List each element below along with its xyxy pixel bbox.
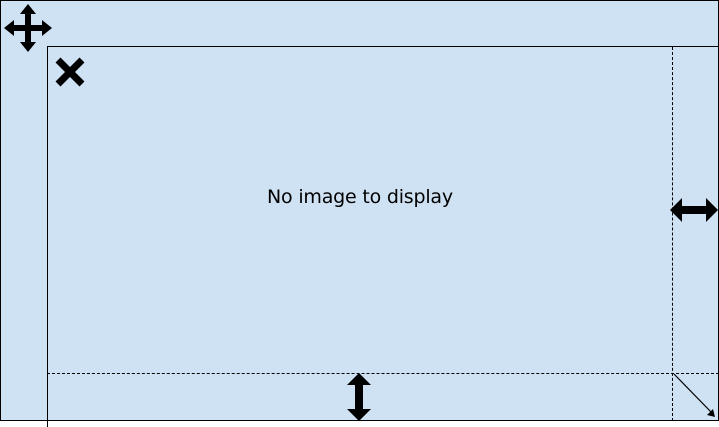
move-icon[interactable] bbox=[4, 4, 52, 52]
right-resize-guide bbox=[672, 47, 673, 421]
vertical-resize-icon[interactable] bbox=[345, 373, 373, 421]
horizontal-resize-icon[interactable] bbox=[670, 196, 718, 224]
image-display-area bbox=[47, 46, 672, 427]
no-image-message: No image to display bbox=[267, 186, 453, 208]
top-right-divider bbox=[671, 46, 719, 47]
close-icon[interactable] bbox=[53, 55, 87, 89]
corner-resize-icon[interactable] bbox=[670, 370, 718, 420]
bottom-resize-guide bbox=[47, 373, 719, 374]
